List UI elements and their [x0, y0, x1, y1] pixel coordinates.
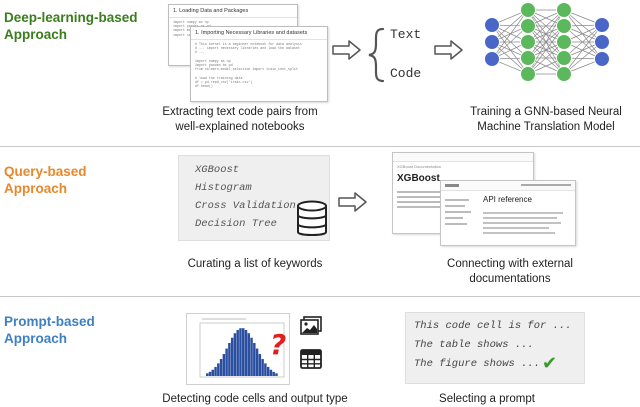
keyword-item: Histogram: [195, 182, 252, 194]
keyword-item: Cross Validation: [195, 200, 296, 212]
prompt-section-title: Prompt-based Approach: [4, 313, 95, 347]
deep-caption-2-line1: Training a GNN-based Neural: [470, 106, 622, 118]
neural-network-icon: [484, 2, 610, 82]
prompt-title-line1: Prompt-based: [4, 314, 95, 329]
arrow-right-icon: [338, 192, 367, 212]
text-label: Text: [390, 27, 422, 42]
arrow-right-icon: [332, 40, 361, 60]
deep-section-title: Deep-learning-based Approach: [4, 9, 138, 43]
histogram-bar: [230, 337, 234, 376]
doc-back-title: XGBoost: [397, 173, 440, 184]
histogram-bar: [247, 333, 251, 376]
prompt-list-box: This code cell is for ... The table show…: [405, 312, 585, 384]
deep-caption-2-line2: Machine Translation Model: [477, 121, 615, 133]
doc-back-text: [393, 186, 533, 213]
question-mark-icon: ?: [270, 328, 287, 361]
histogram-bar: [261, 359, 264, 376]
keyword-item: XGBoost: [195, 164, 240, 176]
histogram-bar: [255, 348, 259, 376]
prompt-caption-1: Detecting code cells and output type: [162, 393, 348, 405]
notebook-back-title: 1. Loading Data and Packages: [169, 5, 297, 18]
histogram-bar: [239, 328, 242, 376]
histogram-bar: [253, 342, 256, 376]
histogram-bar: [228, 342, 231, 376]
histogram-bar: [275, 373, 278, 376]
query-caption-2: Connecting with external documentations: [420, 257, 600, 287]
curly-brace-icon: [368, 27, 385, 83]
histogram-bar: [250, 337, 253, 376]
query-caption-2-line2: documentations: [469, 273, 551, 285]
deep-caption-1-line1: Extracting text code pairs from: [162, 106, 318, 118]
deep-caption-1-line2: well-explained notebooks: [175, 121, 305, 133]
prompt-option: The table shows ...: [414, 339, 534, 351]
deep-title-line1: Deep-learning-based: [4, 10, 138, 25]
deep-title-line2: Approach: [4, 27, 68, 42]
histogram-bar: [219, 359, 223, 376]
histogram-bar: [225, 348, 228, 376]
histogram-bar: [217, 363, 220, 376]
query-title-line1: Query-based: [4, 164, 87, 179]
database-icon: [297, 200, 327, 236]
histogram-bar: [236, 329, 239, 376]
histogram-bar: [214, 366, 217, 376]
doc-back-label: XGBoost Documentation: [397, 164, 442, 169]
histogram-bars: [206, 328, 278, 376]
prompt-option: This code cell is for ...: [414, 320, 572, 332]
histogram-bar: [269, 369, 273, 376]
prompt-option: The figure shows ...: [414, 358, 541, 370]
arrow-right-icon: [434, 40, 463, 60]
histogram-bar: [272, 371, 275, 376]
histogram-bar: [222, 354, 226, 376]
query-section-title: Query-based Approach: [4, 163, 87, 197]
histogram-bar: [258, 354, 262, 376]
doc-front-sidebar: [445, 195, 475, 229]
notebook-front-code: # This kernel is a beginner notebook for…: [195, 42, 302, 89]
histogram-bar: [211, 369, 215, 376]
doc-front-topbar: [441, 181, 575, 191]
section-divider-1: [0, 146, 640, 147]
histogram-bar: [266, 366, 270, 376]
notebook-card-front: 1. Importing Necessary Libraries and dat…: [190, 26, 328, 102]
prompt-title-line2: Approach: [4, 331, 68, 346]
query-caption-2-line1: Connecting with external: [447, 258, 573, 270]
image-icon: [300, 316, 322, 335]
deep-caption-1: Extracting text code pairs from well-exp…: [140, 105, 340, 135]
doc-back-topbar: [393, 153, 533, 162]
prompt-caption-2: Selecting a prompt: [439, 393, 535, 405]
histogram-bar: [208, 371, 212, 376]
histogram-bar: [206, 373, 209, 376]
doc-card-front: API reference: [440, 180, 576, 246]
table-icon: [300, 349, 322, 369]
query-caption-1: Curating a list of keywords: [187, 258, 323, 270]
deep-caption-2: Training a GNN-based Neural Machine Tran…: [452, 105, 640, 135]
histogram-bar: [242, 328, 245, 376]
query-title-line2: Approach: [4, 181, 68, 196]
check-mark-icon: ✔: [542, 353, 558, 374]
keyword-item: Decision Tree: [195, 218, 277, 230]
doc-front-text: [483, 209, 563, 237]
histogram-plot-thumbnail: [186, 313, 290, 385]
section-divider-2: [0, 296, 640, 297]
notebook-front-title: 1. Importing Necessary Libraries and dat…: [191, 27, 327, 40]
histogram-bar: [233, 333, 237, 376]
doc-front-heading: API reference: [483, 195, 532, 204]
histogram-bar: [264, 363, 267, 376]
code-label: Code: [390, 66, 422, 81]
histogram-bar: [244, 329, 248, 376]
